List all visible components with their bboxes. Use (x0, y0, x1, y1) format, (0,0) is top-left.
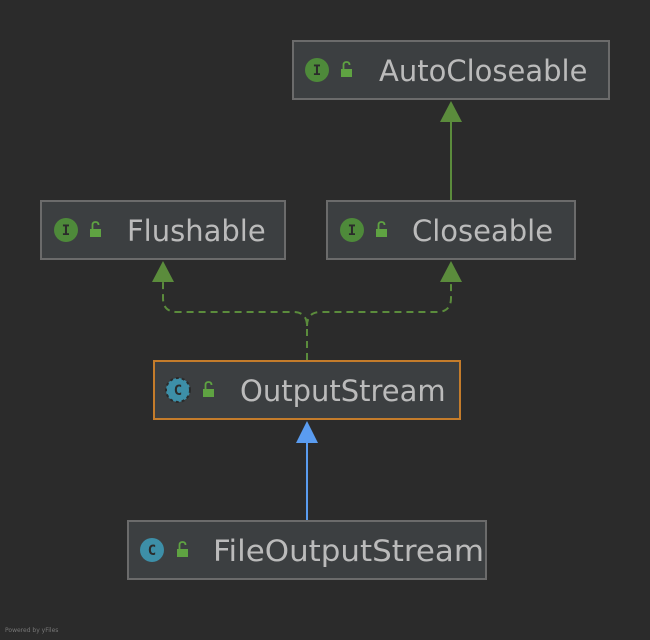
arrowhead-autocloseable (440, 101, 462, 122)
node-label: Closeable (412, 214, 553, 248)
interface-badge-letter: I (62, 223, 70, 239)
node-label: AutoCloseable (379, 54, 587, 88)
node-flushable[interactable]: I Flushable (40, 200, 286, 260)
interface-badge-icon (340, 218, 364, 242)
interface-badge-letter: I (313, 63, 321, 79)
node-fileoutputstream[interactable]: C FileOutputStream (127, 520, 487, 580)
node-closeable[interactable]: I Closeable (326, 200, 576, 260)
node-label: FileOutputStream (213, 534, 484, 568)
public-lock-icon (90, 221, 101, 237)
node-outputstream[interactable]: C OutputStream (153, 360, 461, 420)
edge-closeable-to-autocloseable (440, 101, 462, 200)
interface-badge-letter: I (348, 223, 356, 239)
abstract-class-badge-icon (166, 378, 190, 402)
class-badge-icon (140, 538, 164, 562)
public-lock-icon (376, 221, 387, 237)
interface-badge-icon (305, 58, 329, 82)
node-autocloseable[interactable]: I AutoCloseable (292, 40, 610, 100)
class-badge-letter: C (148, 543, 156, 559)
node-label: OutputStream (240, 374, 446, 408)
interface-badge-icon (54, 218, 78, 242)
arrowhead-outputstream (296, 421, 318, 443)
arrowhead-flushable (152, 261, 174, 282)
public-lock-icon (203, 381, 214, 397)
public-lock-icon (341, 61, 352, 77)
edge-fileoutputstream-to-outputstream (296, 421, 318, 520)
public-lock-icon (177, 541, 188, 557)
class-badge-letter: C (174, 383, 182, 399)
arrowhead-closeable (440, 261, 462, 282)
edge-outputstream-implements (152, 261, 462, 360)
node-label: Flushable (127, 214, 266, 248)
powered-by-footer: Powered by yFiles (5, 627, 59, 634)
